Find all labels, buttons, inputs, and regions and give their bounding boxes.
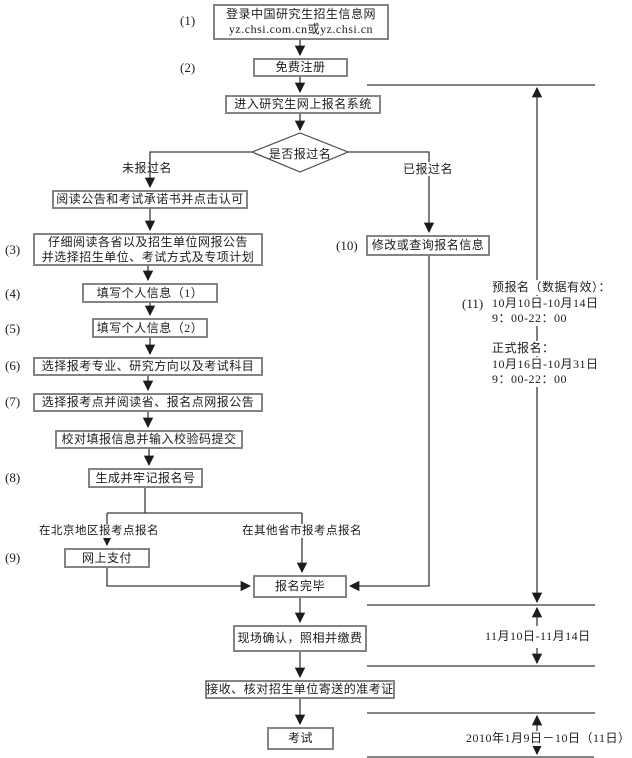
step-number-5: (5) [5, 321, 21, 336]
node-personal-info-2: 填写个人信息（2） [92, 318, 208, 338]
node-read-notice-label: 阅读公告和考试承诺书并点击认可 [56, 192, 244, 206]
node-online-payment: 网上支付 [64, 548, 150, 568]
node-register-label: 免费注册 [275, 60, 326, 74]
node-read-bulletins-line2: 并选择招生单位、考试方式及专项计划 [41, 249, 255, 264]
branch-label-other-site: 在其他省市报考点报名 [240, 524, 364, 538]
node-login-line1: 登录中国研究生招生信息网 [225, 7, 376, 21]
step-number-4: (4) [5, 286, 21, 301]
node-choose-major: 选择报考专业、研究方向以及考试科目 [33, 357, 263, 376]
node-choose-site: 选择报考点并阅读省、报名点网报公告 [33, 393, 263, 412]
node-enter-system: 进入研究生网上报名系统 [225, 95, 381, 114]
node-read-notice: 阅读公告和考试承诺书并点击认可 [52, 190, 248, 209]
node-exam: 考试 [267, 727, 334, 750]
node-choose-site-label: 选择报考点并阅读省、报名点网报公告 [41, 395, 255, 409]
step-number-11: (11) [462, 296, 484, 311]
branch-label-already-registered: 已报过名 [401, 162, 456, 176]
node-choose-major-label: 选择报考专业、研究方向以及考试科目 [41, 359, 255, 373]
branch-label-beijing-site: 在北京地区报考点报名 [37, 524, 161, 538]
timeline-prereg-dates: 10月10日-10月14日 [490, 296, 601, 311]
node-generate-number-label: 生成并牢记报名号 [95, 470, 196, 485]
timeline-formal-hours: 9：00-22：00 [490, 372, 569, 387]
node-login-line2: yz.chsi.com.cn或yz.chsi.cn [228, 22, 374, 36]
node-read-bulletins-line1: 仔细阅读各省以及招生单位网报公告 [47, 234, 248, 249]
decision-has-registered: 是否报过名 [268, 147, 332, 161]
node-verify-submit: 校对填报信息并输入校验码提交 [55, 430, 243, 449]
timeline-confirm-dates: 11月10日-11月14日 [483, 629, 593, 644]
step-number-8: (8) [5, 470, 21, 485]
node-generate-number: 生成并牢记报名号 [88, 468, 203, 488]
node-onsite-confirm-label: 现场确认，照相并缴费 [237, 631, 363, 645]
timeline-formal-title: 正式报名： [490, 341, 557, 356]
timeline-formal-dates: 10月16日-10月31日 [490, 357, 601, 372]
step-number-6: (6) [5, 358, 21, 373]
node-enter-system-label: 进入研究生网上报名系统 [234, 97, 372, 111]
timeline-prereg-title: 预报名（数据有效）： [490, 280, 614, 295]
node-modify-query-label: 修改或查询报名信息 [371, 238, 485, 252]
node-receive-ticket: 接收、核对招生单位寄送的准考证 [205, 680, 395, 699]
branch-label-not-registered: 未报过名 [122, 161, 173, 175]
node-receive-ticket-label: 接收、核对招生单位寄送的准考证 [206, 682, 394, 696]
node-read-bulletins: 仔细阅读各省以及招生单位网报公告 并选择招生单位、考试方式及专项计划 [33, 233, 263, 266]
node-onsite-confirm: 现场确认，照相并缴费 [233, 625, 367, 652]
step-number-9: (9) [5, 550, 21, 565]
node-registration-done-label: 报名完毕 [274, 579, 325, 593]
node-login: 登录中国研究生招生信息网 yz.chsi.com.cn或yz.chsi.cn [213, 4, 389, 40]
node-online-payment-label: 网上支付 [81, 550, 132, 565]
step-number-3: (3) [5, 242, 21, 257]
step-number-10: (10) [336, 238, 358, 253]
node-register: 免费注册 [253, 58, 348, 77]
node-personal-info-1-label: 填写个人信息（1） [96, 285, 204, 300]
step-number-1: (1) [180, 13, 196, 28]
node-exam-label: 考试 [287, 731, 313, 745]
timeline-prereg-hours: 9：00-22：00 [490, 311, 569, 326]
timeline-exam-dates: 2010年1月9日－10日（11日） [464, 731, 632, 746]
step-number-2: (2) [180, 60, 196, 75]
node-personal-info-1: 填写个人信息（1） [82, 283, 218, 303]
node-personal-info-2-label: 填写个人信息（2） [96, 320, 204, 335]
node-modify-query: 修改或查询报名信息 [366, 235, 490, 256]
step-number-7: (7) [5, 394, 21, 409]
node-registration-done: 报名完毕 [253, 575, 347, 598]
node-verify-submit-label: 校对填报信息并输入校验码提交 [61, 432, 237, 446]
